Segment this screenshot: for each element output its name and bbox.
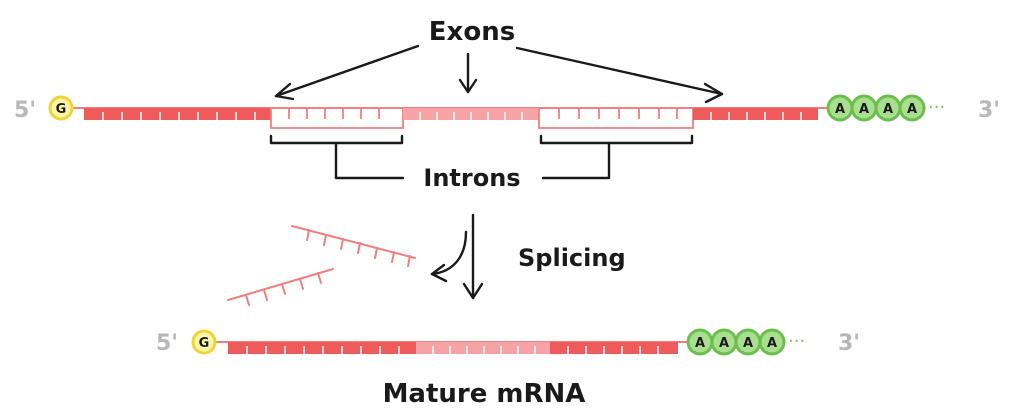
pre-mrna-poly-a-label-2: A <box>859 102 869 117</box>
mature-mrna-poly-a-label-2: A <box>719 336 729 351</box>
pre-mrna-cap-circle <box>48 95 74 121</box>
splicing-curve-arrow-head <box>430 263 448 283</box>
mature-mrna-exon-2 <box>416 342 550 354</box>
mature-mrna-label: Mature mRNA <box>383 379 586 409</box>
pre-mrna-poly-a-4 <box>898 94 926 122</box>
mature-mrna-exon-1-ticks <box>246 346 400 354</box>
excised-intron-1 <box>291 225 416 267</box>
mature-mrna-trailing-dots: ··· <box>788 331 805 352</box>
pre-mrna-exon-1 <box>84 108 271 120</box>
mature-mrna-poly-a-label-1: A <box>695 336 705 351</box>
mature-mrna-poly-a-label-3: A <box>743 336 753 351</box>
exon-arrow-left <box>274 44 420 101</box>
exons-label: Exons <box>429 17 515 47</box>
splicing-arrow <box>430 213 484 300</box>
exon-arrow-right <box>515 46 724 104</box>
pre-mrna-exon-3 <box>693 108 818 120</box>
pre-mrna-poly-a-tail: A A A A ··· <box>826 94 945 122</box>
mature-mrna-cap-label: G <box>199 336 210 351</box>
pre-mrna-five-prime-label: 5' <box>14 98 36 123</box>
mature-mrna-cap-circle <box>191 329 217 355</box>
mature-mrna-poly-a-tail: A A A A ··· <box>686 328 805 356</box>
mature-mrna-exon-3-ticks <box>567 346 659 354</box>
pre-mrna-intron-2 <box>538 108 694 129</box>
introns-label: Introns <box>423 164 520 192</box>
pre-mrna-cap-label: G <box>56 102 67 117</box>
pre-mrna-trailing-dots: ··· <box>928 97 945 118</box>
mature-mrna-three-prime-label: 3' <box>838 331 860 356</box>
excised-intron-2 <box>227 268 334 306</box>
splicing-curve-arrow <box>430 230 468 276</box>
excised-introns <box>227 225 416 306</box>
mature-mrna-poly-a-4 <box>758 328 786 356</box>
pre-mrna-three-prime-label: 3' <box>978 98 1000 123</box>
pre-mrna-poly-a-label-3: A <box>883 102 893 117</box>
pre-mrna-strand: 5' G <box>14 94 1000 129</box>
exon-arrows <box>274 44 724 104</box>
introns-bracket <box>269 134 694 180</box>
pre-mrna-intron-1 <box>270 108 404 129</box>
introns-connector-left <box>334 141 405 180</box>
splicing-arrow-head <box>462 282 484 300</box>
pre-mrna-exon-3-ticks <box>710 112 802 120</box>
mature-mrna-exon-3 <box>550 342 678 354</box>
splicing-label: Splicing <box>518 244 626 272</box>
introns-connector-right <box>541 141 611 180</box>
mature-mrna-five-prime-label: 5' <box>156 331 178 356</box>
pre-mrna-poly-a-label-4: A <box>907 102 917 117</box>
mature-mrna-poly-a-label-4: A <box>767 336 777 351</box>
mature-mrna-strand: 5' G A A A A ··· 3' <box>156 328 860 356</box>
mature-mrna-exon-2-ticks <box>432 346 536 354</box>
introns-bracket-right <box>539 134 694 145</box>
mature-mrna-exon-1 <box>228 342 416 354</box>
pre-mrna-exon-1-ticks <box>102 112 256 120</box>
exon-arrow-middle <box>458 52 478 94</box>
pre-mrna-poly-a-label-1: A <box>835 102 845 117</box>
pre-mrna-exon-2-ticks <box>419 112 523 120</box>
